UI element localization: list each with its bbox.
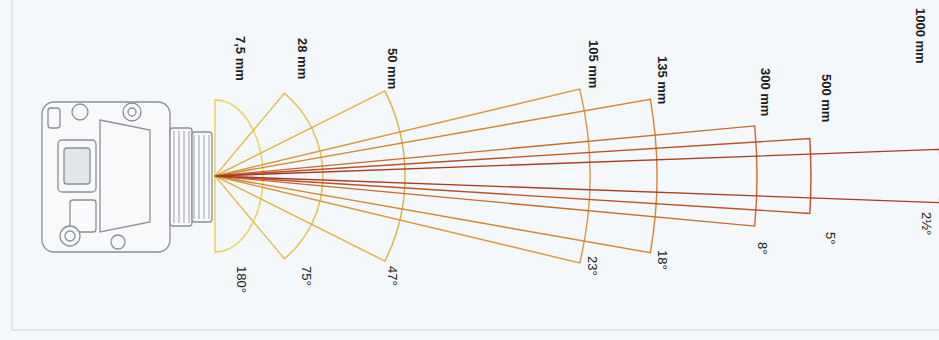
lens-ridge	[174, 131, 175, 223]
focal-length-label: 50 mm	[385, 48, 399, 89]
focal-length-label: 105 mm	[586, 40, 600, 88]
lens-ridge	[199, 135, 200, 219]
view-wedge	[215, 89, 590, 263]
view-wedge	[215, 91, 405, 261]
focal-length-label: 500 mm	[819, 74, 833, 122]
angle-label: 5°	[823, 232, 837, 244]
focal-length-label: 1000 mm	[913, 8, 927, 64]
lens-ridge	[194, 135, 195, 219]
lens-ridge	[204, 135, 205, 219]
angle-label: 47°	[385, 266, 399, 286]
camera-body	[42, 102, 212, 252]
view-wedge	[215, 126, 757, 226]
focal-length-label: 300 mm	[758, 68, 772, 116]
lens-ridge	[209, 135, 210, 219]
angle-label: 18°	[655, 250, 669, 270]
lens-ridge	[189, 131, 190, 223]
frame-line	[12, 330, 939, 331]
angle-label: 180°	[234, 266, 248, 293]
focal-length-label: 135 mm	[655, 56, 669, 104]
lens-ridge	[184, 131, 185, 223]
view-wedge	[215, 139, 811, 214]
view-wedge	[215, 149, 939, 202]
angle-label: 75°	[299, 266, 313, 286]
angle-label: 23°	[585, 256, 599, 276]
view-wedge	[215, 99, 657, 253]
angle-label: 2½°	[919, 212, 933, 235]
focal-length-label: 7,5 mm	[233, 36, 247, 81]
frame-line	[12, 0, 13, 330]
angle-label: 8°	[755, 242, 769, 254]
focal-length-label: 28 mm	[295, 38, 309, 79]
lens-ridges	[174, 131, 209, 223]
lens-ridge	[179, 131, 180, 223]
